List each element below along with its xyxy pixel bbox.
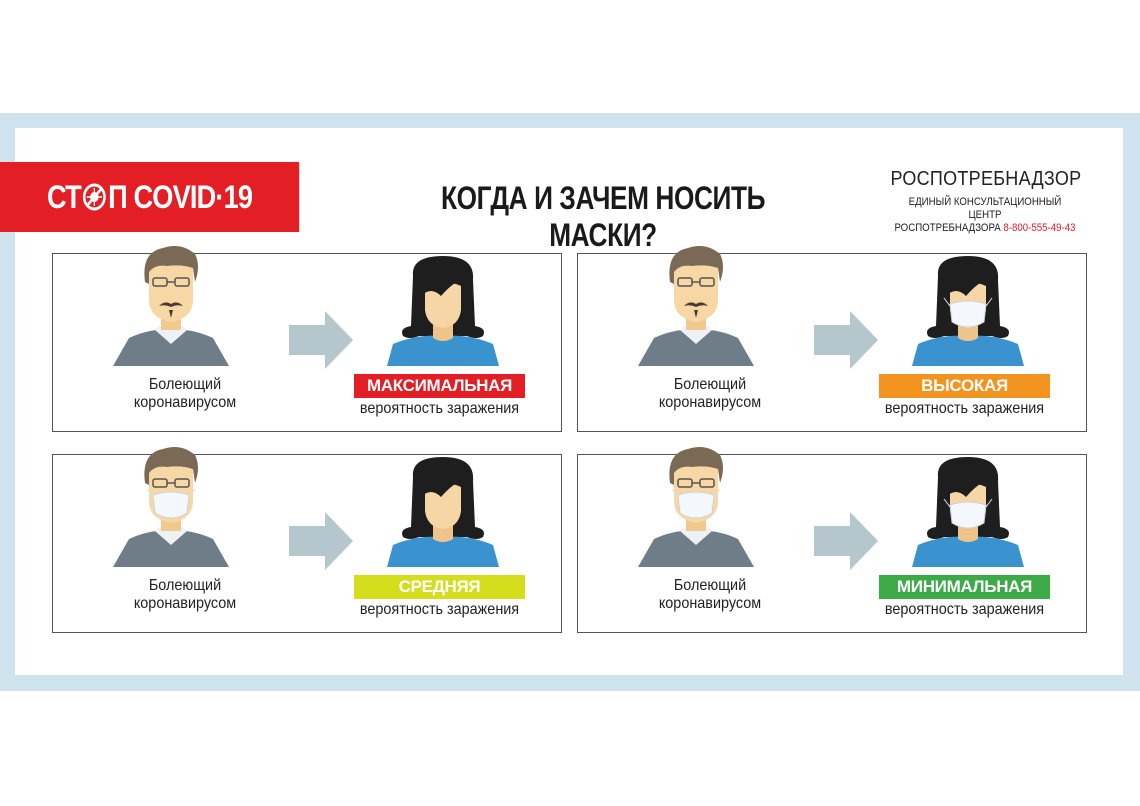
arrow-right-icon bbox=[289, 512, 353, 570]
org-line2: РОСПОТРЕБНАДЗОРА bbox=[894, 222, 1001, 234]
risk-level-badge: МАКСИМАЛЬНАЯ bbox=[354, 374, 525, 398]
org-block: РОСПОТРЕБНАДЗОР ЕДИНЫЙ КОНСУЛЬТАЦИОННЫЙ … bbox=[880, 168, 1090, 235]
healthy-woman-figure bbox=[912, 457, 1024, 567]
face-mask-icon bbox=[677, 491, 715, 519]
arrow-right-icon bbox=[814, 311, 878, 369]
sick-person-label: Болеющий коронавирусом bbox=[133, 577, 237, 612]
face-mask-icon bbox=[949, 300, 987, 328]
scenario-panel: Болеющий коронавирусом МИНИМАЛЬНАЯ вероя… bbox=[577, 447, 1087, 633]
face-mask-icon bbox=[949, 501, 987, 529]
infection-probability-label: вероятность заражения bbox=[359, 601, 520, 618]
sick-man-figure bbox=[638, 246, 754, 366]
sick-man-figure bbox=[113, 447, 229, 567]
healthy-woman-figure bbox=[387, 457, 499, 567]
infection-probability-label: вероятность заражения bbox=[884, 400, 1045, 417]
risk-level-badge: МИНИМАЛЬНАЯ bbox=[879, 575, 1050, 599]
page-title: КОГДА И ЗАЧЕМ НОСИТЬ МАСКИ? bbox=[440, 180, 766, 253]
sick-person-label: Болеющий коронавирусом bbox=[658, 376, 762, 411]
healthy-woman-figure bbox=[387, 256, 499, 366]
hotline-phone: 8-800-555-49-43 bbox=[1003, 222, 1076, 234]
arrow-right-icon bbox=[289, 311, 353, 369]
scenario-panel: Болеющий коронавирусом СРЕДНЯЯ вероятнос… bbox=[52, 447, 562, 633]
logo-text-start: СТ bbox=[47, 178, 82, 215]
sick-man-figure bbox=[638, 447, 754, 567]
face-mask-icon bbox=[152, 491, 190, 519]
scenario-panel: Болеющий коронавирусом МАКСИМАЛЬНАЯ веро… bbox=[52, 246, 562, 432]
healthy-woman-figure bbox=[912, 256, 1024, 366]
sick-person-label: Болеющий коронавирусом bbox=[658, 577, 762, 612]
scenario-panel: Болеющий коронавирусом ВЫСОКАЯ вероятнос… bbox=[577, 246, 1087, 432]
sick-man-figure bbox=[113, 246, 229, 366]
infection-probability-label: вероятность заражения bbox=[359, 400, 520, 417]
risk-level-badge: СРЕДНЯЯ bbox=[354, 575, 525, 599]
arrow-right-icon bbox=[814, 512, 878, 570]
virus-crossed-icon bbox=[83, 183, 106, 211]
risk-level-badge: ВЫСОКАЯ bbox=[879, 374, 1050, 398]
sick-person-label: Болеющий коронавирусом bbox=[133, 376, 237, 411]
logo-text-end: П COVID·19 bbox=[108, 178, 253, 215]
infection-probability-label: вероятность заражения bbox=[884, 601, 1045, 618]
org-line1: ЕДИНЫЙ КОНСУЛЬТАЦИОННЫЙ ЦЕНТР bbox=[908, 196, 1062, 221]
org-name: РОСПОТРЕБНАДЗОР bbox=[890, 168, 1082, 190]
stop-covid-logo: СТ П COVID·19 bbox=[0, 162, 300, 232]
